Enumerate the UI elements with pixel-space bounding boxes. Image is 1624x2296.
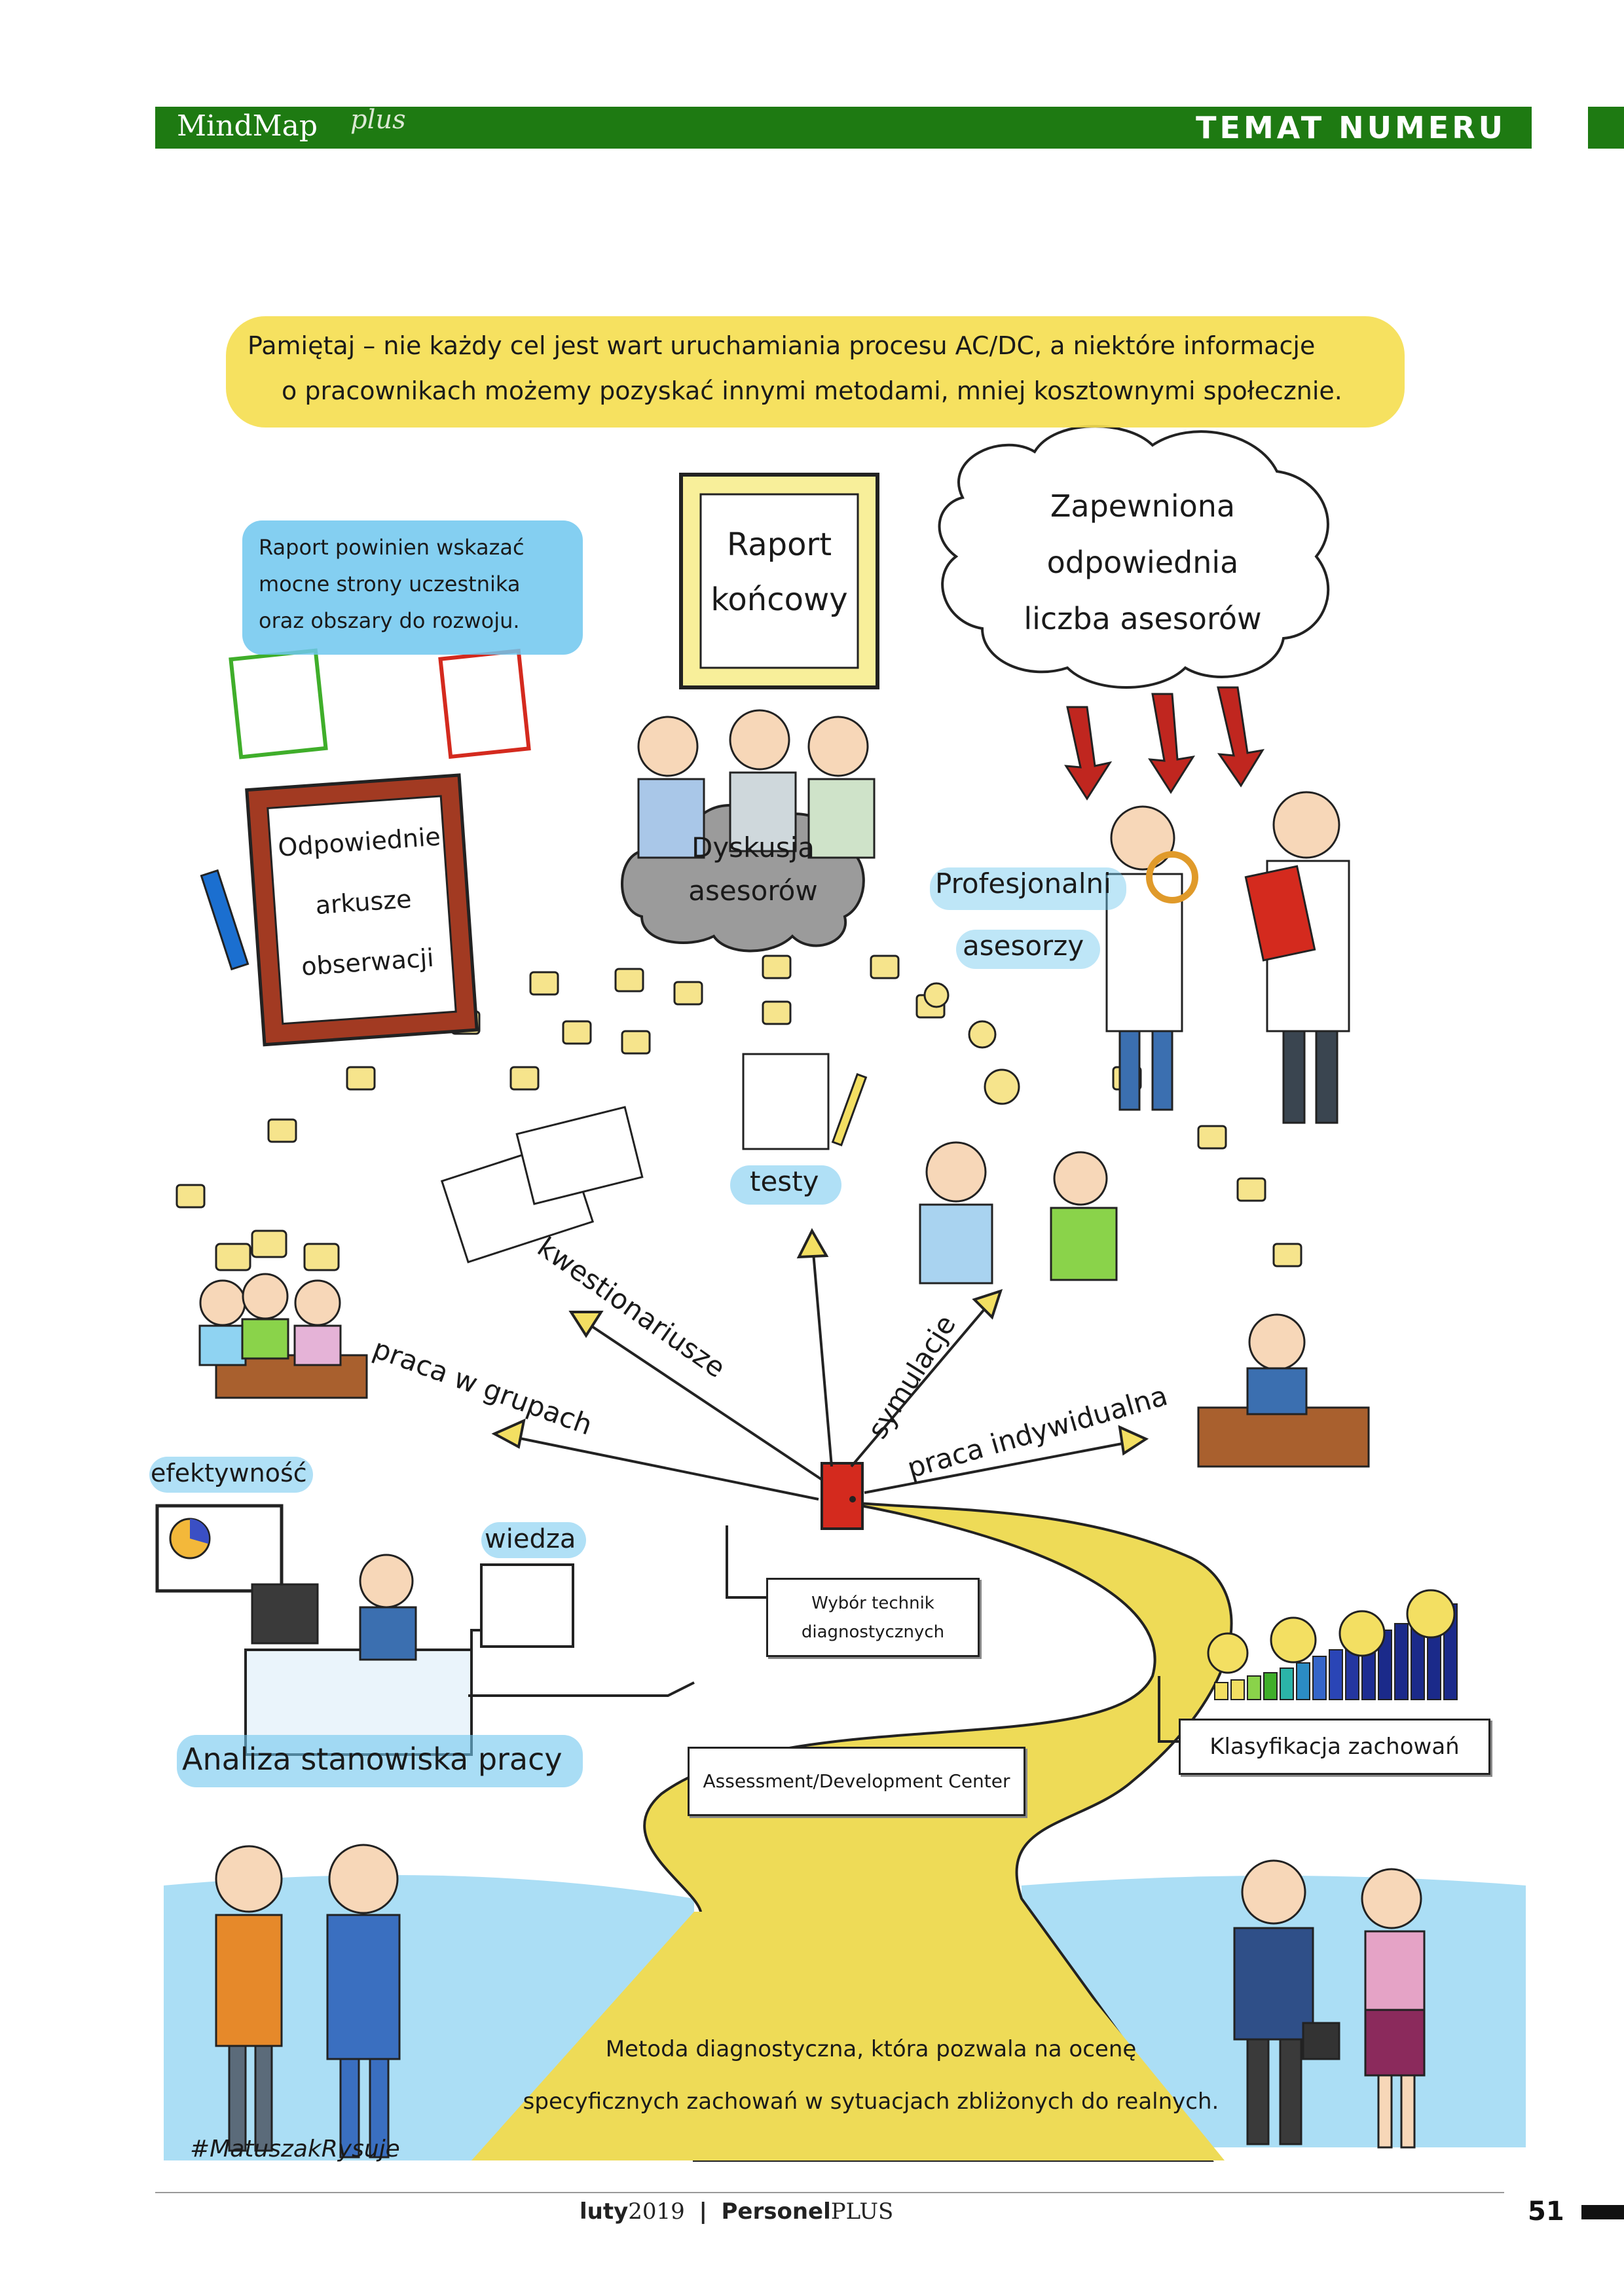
knowledge-book-icon: [480, 1563, 574, 1648]
arrow-simulations: [850, 1295, 997, 1468]
knowledge-highlight: [481, 1522, 586, 1558]
assessors-cloud-line1: Zapewniona: [1050, 488, 1236, 524]
connector-technique: [726, 1525, 769, 1599]
connector-behavior: [1158, 1676, 1179, 1743]
behavior-class-label: Klasyfikacja zachowań: [1209, 1734, 1460, 1760]
red-arrow-1: [1064, 706, 1113, 801]
discussion-text: Dyskusja asesorów: [655, 826, 851, 913]
technique-choice-line1: Wybór technik: [811, 1594, 934, 1613]
arrow-questionnaires: [575, 1315, 823, 1481]
pencil-icon: [831, 1073, 868, 1146]
effectiveness-highlight: [149, 1457, 313, 1493]
clipboard-line3: obserwacji: [300, 943, 435, 981]
professional-highlight: [930, 867, 1126, 910]
arrow-group-work: [497, 1432, 819, 1501]
professional-highlight-2: [956, 930, 1100, 969]
professional-line1: Profesjonalni: [935, 867, 1111, 900]
pen-icon: [200, 869, 249, 971]
technique-choice-text: Wybór technik diagnostycznych: [768, 1589, 978, 1647]
footer-rule: [155, 2192, 1504, 2193]
definition-line1: Metoda diagnostyczna, która pozwala na o…: [605, 2036, 1137, 2062]
definition-text: Metoda diagnostyczna, która pozwala na o…: [511, 2023, 1231, 2128]
assessors-cloud: [938, 425, 1330, 689]
header-bar: [155, 107, 1532, 149]
connector-knowledge: [470, 1629, 481, 1656]
report-frame-line2: końcowy: [710, 581, 848, 618]
assessors-cloud-line2: odpowiednia: [1046, 545, 1239, 580]
page-tab: [1581, 2205, 1624, 2219]
report-note: Raport powinien wskazać mocne strony ucz…: [259, 529, 525, 639]
test-paper-icon: [742, 1053, 830, 1150]
clipboard-line2: arkusze: [314, 884, 413, 920]
definition-line2: specyficznych zachowań w sytuacjach zbli…: [523, 2088, 1219, 2115]
footer-magazine-a: Personel: [721, 2198, 831, 2225]
computer-icon: [251, 1583, 319, 1645]
technique-choice-line2: diagnostycznych: [801, 1622, 945, 1642]
red-arrow-3: [1217, 686, 1265, 788]
tests-highlight: [730, 1165, 841, 1205]
footer-month: luty: [580, 2198, 629, 2225]
report-note-highlight: [242, 520, 583, 655]
arrow-head-group: [491, 1418, 526, 1449]
clipboard-text: Odpowiednie arkusze obserwacji: [276, 807, 452, 998]
arrow-individual: [864, 1439, 1140, 1494]
report-frame-text: Raport końcowy: [710, 517, 848, 627]
page-number: 51: [1528, 2196, 1564, 2227]
top-note-line1: Pamiętaj – nie każdy cel jest wart uruch…: [248, 331, 1316, 360]
technique-choice-box: Wybór technik diagnostycznych: [766, 1578, 980, 1657]
connector-job: [468, 1681, 695, 1697]
job-analysis-highlight: [177, 1735, 583, 1787]
top-note-line2: o pracownikach możemy pozyskać innymi me…: [282, 376, 1342, 405]
report-note-line3: oraz obszary do rozwoju.: [259, 608, 520, 633]
center-sign-label: Assessment/Development Center: [703, 1770, 1010, 1792]
section-title: TEMAT NUMERU: [1196, 110, 1506, 145]
effectiveness-label: efektywność: [151, 1459, 307, 1487]
report-note-line1: Raport powinien wskazać: [259, 535, 525, 560]
door-icon: [821, 1462, 864, 1530]
clipboard-line1: Odpowiednie: [277, 822, 442, 862]
report-frame-line1: Raport: [726, 526, 832, 563]
individual-desk: [1197, 1406, 1370, 1468]
strengths-card-icon: [229, 648, 328, 759]
emotion-faces: [1207, 1589, 1456, 1674]
assessors-cloud-line3: liczba asesorów: [1024, 601, 1262, 636]
artist-signature: #MatuszakRysuje: [190, 2136, 400, 2162]
assessors-cloud-text: Zapewniona odpowiednia liczba asesorów: [1002, 478, 1283, 647]
footer-magazine-b: PLUS: [830, 2198, 894, 2225]
arrow-tests: [811, 1237, 833, 1467]
road-bottom: [471, 1912, 1225, 2160]
weakness-card-icon: [438, 648, 531, 759]
behavior-class-box: Klasyfikacja zachowań: [1179, 1719, 1490, 1775]
red-arrow-2: [1148, 693, 1196, 794]
professional-line2: asesorzy: [963, 930, 1084, 962]
footer-issue: luty2019 | PersonelPLUS: [580, 2198, 894, 2225]
brand-suffix: plus: [350, 105, 406, 135]
top-note-highlight: [226, 316, 1405, 428]
discussion-line2: asesorów: [688, 875, 818, 907]
report-note-line2: mocne strony uczestnika: [259, 572, 521, 596]
footer-year: 2019: [628, 2198, 685, 2225]
job-analysis-label: Analiza stanowiska pracy: [182, 1741, 563, 1777]
tests-label: testy: [750, 1165, 819, 1197]
brand-logo: MindMap: [177, 109, 318, 143]
header-tab: [1588, 107, 1624, 149]
knowledge-label: wiedza: [485, 1524, 576, 1554]
discussion-line1: Dyskusja: [691, 831, 815, 864]
people: [198, 709, 1426, 2159]
center-sign-box: Assessment/Development Center: [688, 1747, 1025, 1816]
